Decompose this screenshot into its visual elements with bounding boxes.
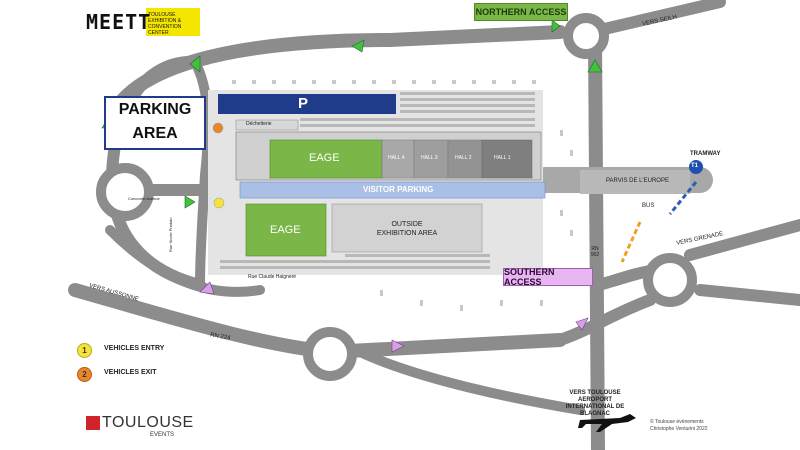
parking-rows	[220, 92, 535, 269]
tram-badge-circle	[689, 160, 703, 174]
eage-bottom-label: EAGE	[270, 224, 301, 236]
airplane-icon	[578, 414, 636, 432]
parvis-label: PARVIS DE L'EUROPE	[606, 178, 669, 184]
toulouse-logo-square	[86, 416, 100, 430]
eage-bottom-block[interactable]	[245, 203, 327, 257]
rue-nicole-label: Rue Nicole Pradain	[168, 217, 173, 252]
tram-badge-label: T1	[691, 163, 699, 169]
meett-wordmark: MEETT	[86, 10, 152, 34]
concorde-label: Concorde Avenue	[128, 196, 160, 201]
outside-exhibition-block[interactable]	[331, 203, 483, 253]
bus-line	[620, 221, 642, 263]
entry-marker-map	[213, 197, 225, 209]
hall-4-block[interactable]	[381, 139, 415, 179]
hall-2-label: HALL 2	[455, 155, 472, 161]
dechetterie-block	[235, 119, 299, 131]
parking-p-symbol: P	[298, 95, 309, 112]
toulouse-sub: EVENTS	[150, 432, 175, 438]
road-network	[68, 0, 800, 450]
dechetterie-label: Déchetterie	[246, 121, 272, 127]
pink-arrows	[199, 281, 589, 353]
legend-exit-icon: 2	[77, 367, 92, 382]
tramway-label: TRAMWAY	[690, 151, 721, 157]
hall-1-label: HALL 1	[494, 155, 511, 161]
exit-marker-map	[212, 122, 224, 134]
toulouse-wordmark: TOULOUSE	[102, 414, 194, 431]
outside-exhibition-label: OUTSIDE EXHIBITION AREA	[376, 221, 438, 237]
hall-3-label: HALL 3	[421, 155, 438, 161]
meett-tagline: TOULOUSE EXHIBITION & CONVENTION CENTER	[148, 12, 182, 36]
parvis-strip	[580, 170, 690, 194]
parking-p-block[interactable]	[218, 94, 396, 114]
visitor-parking-strip[interactable]	[239, 181, 546, 199]
roundabouts	[96, 13, 697, 381]
parking-area-box[interactable]: PARKING AREA	[104, 96, 206, 150]
meett-yellow-block	[146, 8, 200, 36]
tree-markers	[232, 80, 573, 311]
credit-line-2: Christophe Venturini 2022	[650, 426, 708, 432]
bus-label: BUS	[642, 203, 655, 209]
legend-exit-label: VEHICLES EXIT	[104, 369, 157, 376]
southern-access-label[interactable]: SOUTHERN ACCESS	[503, 267, 593, 287]
rue-claude-label: Rue Claude Haigneré	[248, 274, 297, 280]
hall-1-block[interactable]	[481, 139, 533, 179]
credit-line-1: © Toulouse évènements	[650, 419, 704, 425]
hall-4-label: HALL 4	[388, 155, 405, 161]
legend-entry-icon: 1	[77, 343, 92, 358]
eage-top-label: EAGE	[309, 152, 340, 164]
legend-entry-label: VEHICLES ENTRY	[104, 345, 165, 352]
hall-2-block[interactable]	[447, 139, 483, 179]
tram-line	[668, 181, 698, 215]
visitor-parking-label: VISITOR PARKING	[363, 185, 434, 194]
northern-access-label[interactable]: NORTHERN ACCESS	[474, 3, 568, 21]
eage-top-block[interactable]	[269, 139, 383, 179]
rn902-label: RN 902	[590, 246, 600, 258]
airport-label: VERS TOULOUSE AEROPORT INTERNATIONAL DE …	[565, 390, 625, 417]
